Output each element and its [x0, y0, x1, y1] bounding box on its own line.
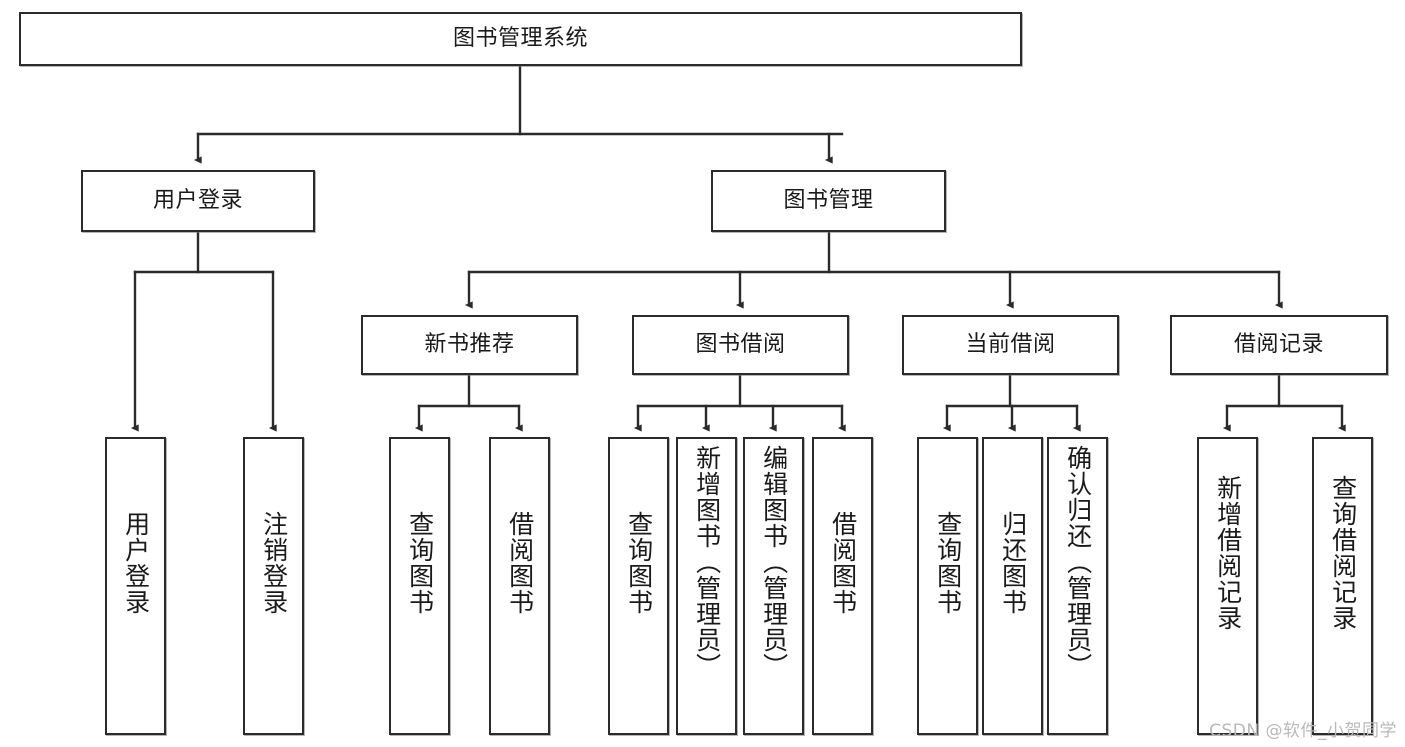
node-leaf-label: 用户登录: [121, 511, 151, 615]
node-leaf-book-borrow-edit[interactable]: 编辑图书（管理员）: [743, 437, 804, 735]
node-leaf-current-borrow-query[interactable]: 查询图书: [917, 437, 978, 735]
node-root[interactable]: 图书管理系统: [19, 12, 1022, 66]
node-leaf-borrow-record-query[interactable]: 查询借阅记录: [1312, 437, 1373, 735]
node-borrow-record-label: 借阅记录: [1233, 332, 1324, 358]
node-leaf-new-book-borrow[interactable]: 借阅图书: [489, 437, 550, 735]
node-leaf-label: 查询图书: [405, 511, 435, 615]
node-leaf-user-login-signout[interactable]: 注销登录: [243, 437, 304, 735]
node-borrow-record[interactable]: 借阅记录: [1170, 315, 1388, 375]
node-user-login-label: 用户登录: [152, 188, 243, 214]
node-leaf-new-book-query[interactable]: 查询图书: [389, 437, 450, 735]
node-leaf-book-borrow-add[interactable]: 新增图书（管理员）: [676, 437, 737, 735]
node-leaf-label: 新增图书（管理员）: [692, 445, 722, 679]
node-current-borrow[interactable]: 当前借阅: [902, 315, 1119, 375]
node-leaf-label: 注销登录: [259, 511, 289, 615]
node-leaf-label: 归还图书: [998, 511, 1028, 615]
node-user-login[interactable]: 用户登录: [81, 170, 315, 232]
node-leaf-book-borrow-query[interactable]: 查询图书: [608, 437, 669, 735]
node-leaf-label: 借阅图书: [505, 511, 535, 615]
node-leaf-book-borrow-borrow[interactable]: 借阅图书: [812, 437, 873, 735]
node-new-book-recommend[interactable]: 新书推荐: [361, 315, 578, 375]
node-leaf-label: 查询借阅记录: [1328, 475, 1358, 631]
node-root-label: 图书管理系统: [452, 26, 588, 52]
node-leaf-label: 确认归还（管理员）: [1063, 445, 1093, 679]
node-leaf-borrow-record-add[interactable]: 新增借阅记录: [1197, 437, 1258, 735]
node-book-management-label: 图书管理: [783, 188, 874, 214]
node-current-borrow-label: 当前借阅: [965, 332, 1056, 358]
node-leaf-current-borrow-confirm[interactable]: 确认归还（管理员）: [1047, 437, 1108, 735]
node-leaf-label: 借阅图书: [828, 511, 858, 615]
node-leaf-label: 查询图书: [933, 511, 963, 615]
node-leaf-user-login-signin[interactable]: 用户登录: [105, 437, 166, 735]
node-leaf-label: 编辑图书（管理员）: [759, 445, 789, 679]
node-book-management[interactable]: 图书管理: [711, 170, 946, 232]
node-new-book-recommend-label: 新书推荐: [424, 332, 515, 358]
node-leaf-current-borrow-return[interactable]: 归还图书: [982, 437, 1043, 735]
node-book-borrow[interactable]: 图书借阅: [632, 315, 849, 375]
node-leaf-label: 新增借阅记录: [1213, 475, 1243, 631]
node-leaf-label: 查询图书: [624, 511, 654, 615]
node-book-borrow-label: 图书借阅: [695, 332, 786, 358]
